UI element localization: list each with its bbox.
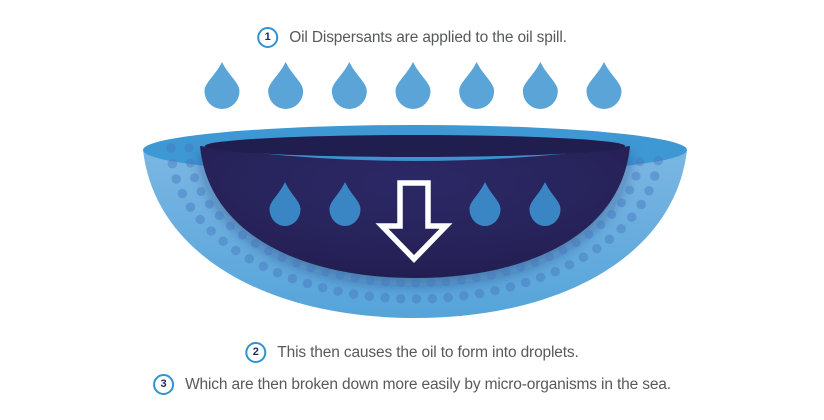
step-3-number-badge: 3: [153, 374, 175, 395]
oil-droplet-icon: [529, 182, 561, 227]
step-1: 1 Oil Dispersants are applied to the oil…: [257, 27, 567, 48]
down-arrow-icon: [375, 180, 453, 263]
oil-droplet-icon: [469, 182, 501, 227]
step-2-label: This then causes the oil to form into dr…: [277, 344, 579, 361]
dispersant-droplet-icon: [331, 62, 367, 109]
micro-organisms-dots-inner: [184, 143, 646, 288]
step-2-number-badge: 2: [245, 342, 267, 363]
micro-organisms-dots-outer: [166, 143, 664, 304]
step-2: 2 This then causes the oil to form into …: [245, 342, 579, 363]
oil-droplet-icon: [269, 182, 301, 227]
dispersant-droplet-icon: [395, 62, 431, 109]
step-1-number-badge: 1: [257, 27, 279, 48]
oil-layer: [200, 146, 630, 278]
dispersant-droplet-icon: [204, 62, 240, 109]
step-3-label: Which are then broken down more easily b…: [185, 376, 671, 393]
step-1-label: Oil Dispersants are applied to the oil s…: [289, 29, 567, 46]
dispersant-droplet-icon: [459, 62, 495, 109]
oil-surface: [205, 135, 625, 157]
step-3: 3 Which are then broken down more easily…: [153, 374, 671, 395]
dispersant-droplet-icon: [522, 62, 558, 109]
oil-droplet-icon: [329, 182, 361, 227]
dispersant-droplet-icon: [586, 62, 622, 109]
dispersant-droplet-icon: [268, 62, 304, 109]
